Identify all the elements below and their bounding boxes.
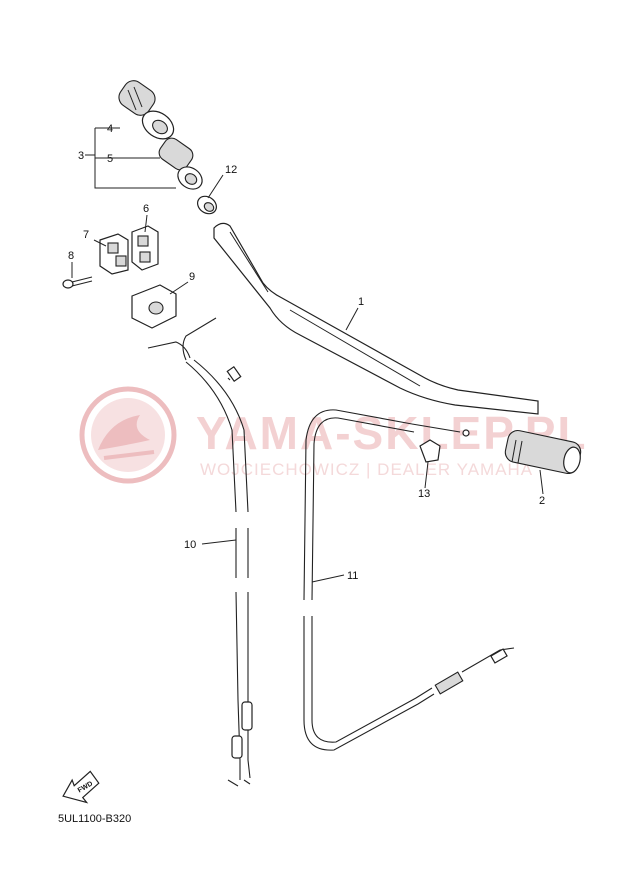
left-grip <box>118 80 203 190</box>
label-11: 11 <box>347 570 358 582</box>
collar-12 <box>197 195 217 215</box>
throttle-housing-9 <box>131 284 177 329</box>
fwd-arrow: FWD <box>62 770 100 804</box>
right-grip <box>504 429 582 475</box>
switch-housing-7 <box>99 233 129 275</box>
watermark-subline: WOJCIECHOWICZ | DEALER YAMAHA <box>200 460 533 479</box>
clutch-cable-11 <box>303 409 515 751</box>
label-2: 2 <box>539 495 545 507</box>
label-8: 8 <box>68 250 74 262</box>
adjuster-13 <box>419 439 441 463</box>
part-labels: 1 2 3 4 5 6 7 8 9 10 11 12 13 <box>68 123 545 582</box>
label-7: 7 <box>83 229 89 241</box>
handlebar <box>213 222 539 415</box>
watermark-logo <box>79 386 177 484</box>
label-12: 12 <box>225 164 237 176</box>
diagram-code: 5UL1100-B320 <box>58 813 131 825</box>
screw-8 <box>62 276 93 289</box>
label-5: 5 <box>107 153 113 165</box>
label-6: 6 <box>143 203 149 215</box>
label-4: 4 <box>107 123 113 135</box>
label-3: 3 <box>78 150 84 162</box>
label-10: 10 <box>184 539 196 551</box>
label-13: 13 <box>418 488 430 500</box>
switch-housing-6 <box>131 225 159 271</box>
label-9: 9 <box>189 271 195 283</box>
label-1: 1 <box>358 296 364 308</box>
throttle-cables-10 <box>147 317 253 787</box>
leader-lines <box>71 127 544 583</box>
